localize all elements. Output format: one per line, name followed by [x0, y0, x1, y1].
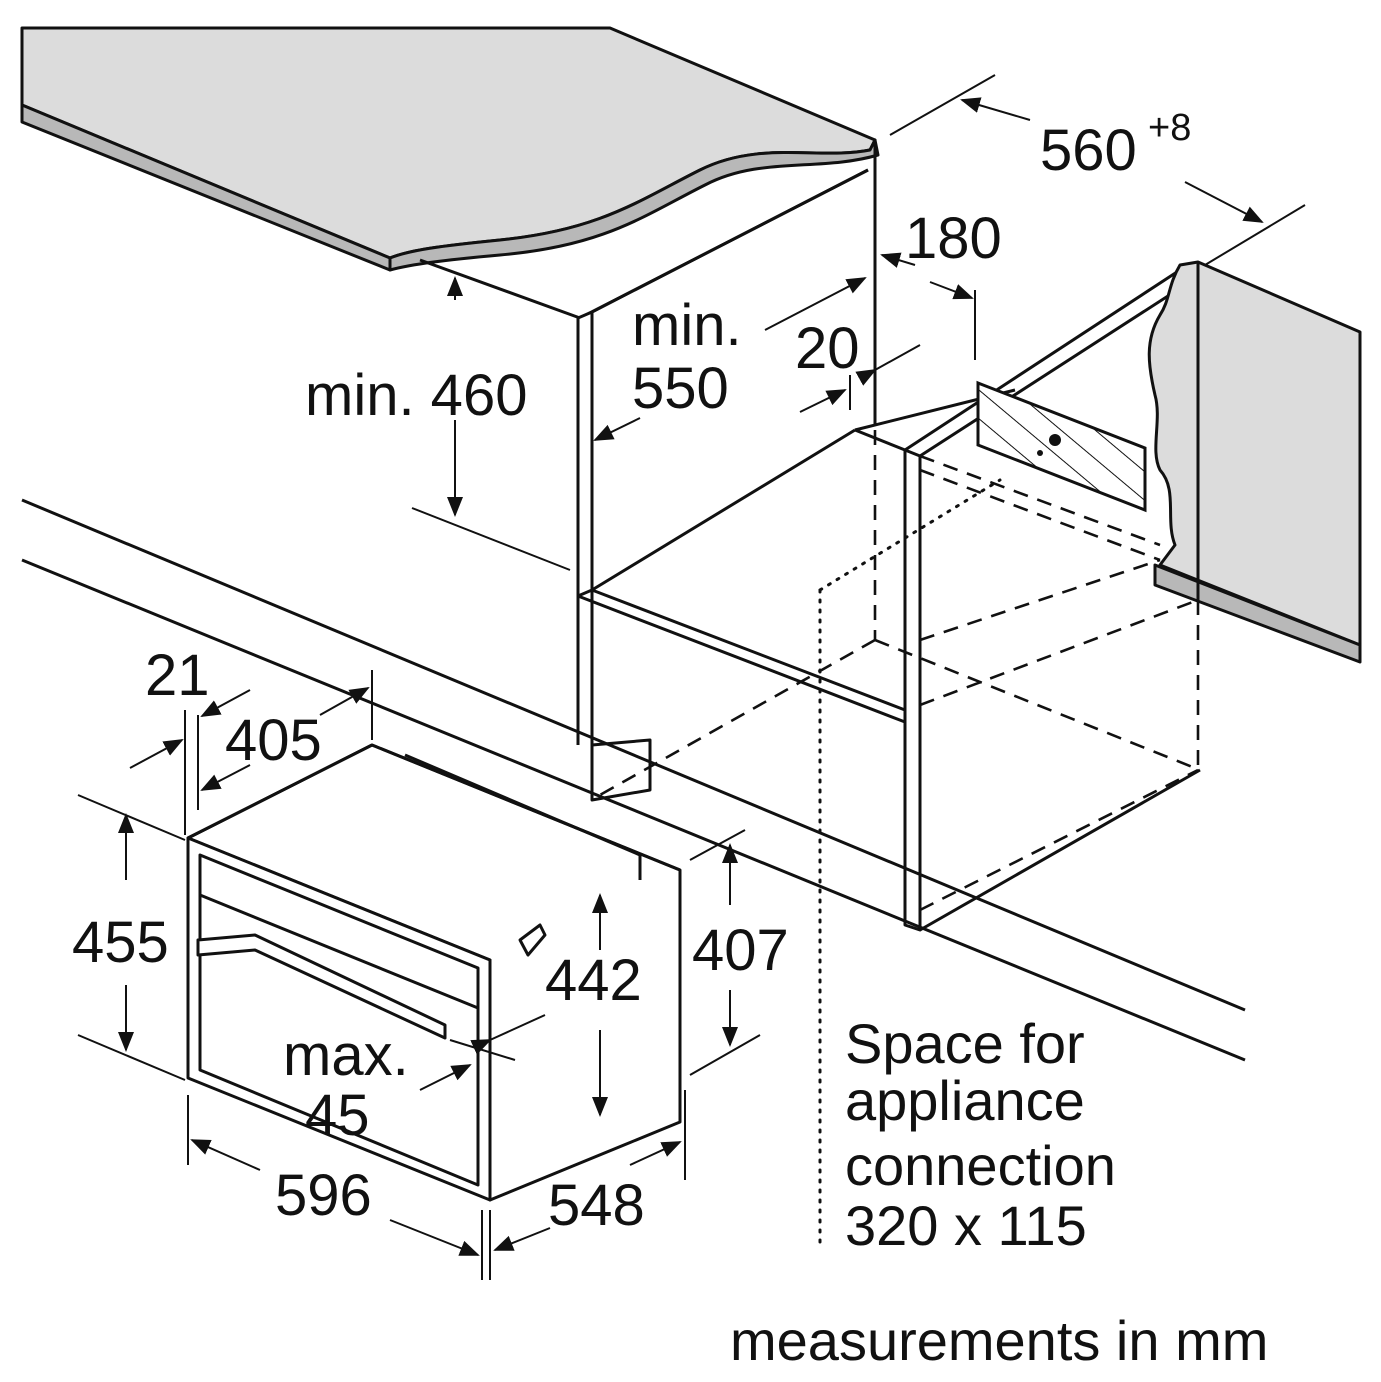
floor-lines	[21, 498, 1246, 1062]
worktop-left	[20, 26, 880, 272]
dim-niche-height: 407	[692, 918, 789, 983]
dim-appliance-height: 455	[72, 910, 169, 975]
dim-back-offset: 20	[795, 316, 860, 381]
dim-niche-width: 560	[1040, 118, 1137, 183]
niche-outline	[599, 430, 1201, 1252]
dim-niche-width-tolerance: +8	[1148, 107, 1191, 149]
dim-handle-label: max.	[283, 1023, 409, 1088]
connection-note: Space for appliance connection 320 x 115	[845, 1012, 1116, 1257]
worktop-right	[1147, 260, 1362, 664]
dim-min-depth-value: 550	[632, 356, 729, 421]
dim-inner-height: 442	[545, 948, 642, 1013]
dim-min-depth-label: min.	[632, 293, 742, 358]
dim-door-depth: 405	[225, 708, 322, 773]
connection-note-line3: connection	[845, 1134, 1116, 1197]
connection-note-line1: Space for	[845, 1012, 1085, 1075]
connection-socket	[976, 380, 1147, 513]
connection-note-line2: appliance	[845, 1069, 1085, 1132]
dimension-lines	[77, 74, 1306, 1280]
dim-appliance-depth: 548	[548, 1173, 645, 1238]
dim-front-offset: 21	[145, 643, 210, 708]
connection-note-line4: 320 x 115	[845, 1194, 1087, 1257]
dim-handle-value: 45	[305, 1083, 370, 1148]
oven	[186, 743, 682, 1202]
dim-min-height: min. 460	[305, 363, 527, 428]
dim-rear-gap: 180	[905, 206, 1002, 271]
dim-appliance-width: 596	[275, 1163, 372, 1228]
units-note: measurements in mm	[730, 1309, 1268, 1372]
